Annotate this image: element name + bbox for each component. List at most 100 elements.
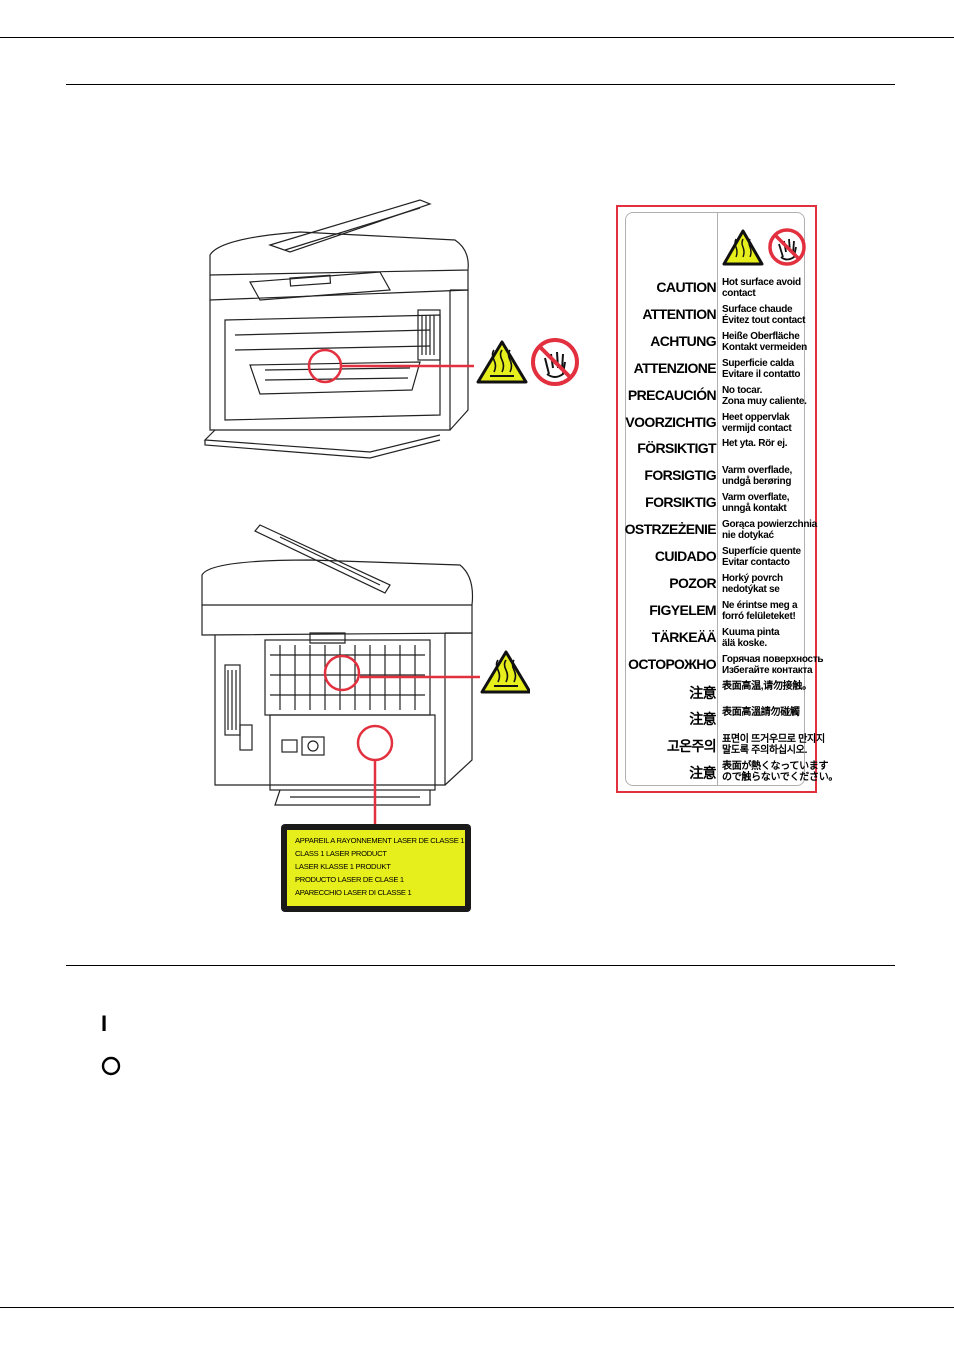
warning-word: VOORZICHTIG bbox=[625, 413, 716, 430]
warning-text-line: ので触らないでください。 bbox=[722, 772, 839, 784]
section-rule-top bbox=[66, 84, 895, 85]
laser-label-line: CLASS 1 LASER PRODUCT bbox=[295, 849, 387, 858]
warning-text-line: Evitar contacto bbox=[722, 557, 790, 568]
warning-text-line: Heiße Oberfläche bbox=[722, 330, 800, 342]
warning-text-line: forró felületeket! bbox=[722, 610, 796, 622]
warning-text-line: 表面が熱くなっています bbox=[722, 761, 829, 773]
warning-row: 注意表面高温,请勿接触。 bbox=[626, 679, 812, 706]
warning-word: ОСТОРОЖНО bbox=[628, 655, 716, 672]
warning-text: Varm overflate,unngå kontakt bbox=[722, 492, 790, 515]
warning-text-line: Superfície quente bbox=[722, 546, 801, 557]
warning-text-line: undgå berøring bbox=[722, 476, 792, 488]
warning-text-line: 表面高溫請勿碰觸 bbox=[722, 707, 800, 719]
warning-text-line: Horký povrch bbox=[722, 572, 783, 584]
warning-word: CUIDADO bbox=[654, 548, 717, 564]
warning-word: ATTENTION bbox=[642, 305, 716, 322]
warning-text: 表面高溫請勿碰觸 bbox=[722, 707, 800, 718]
warning-row: PRECAUCIÓN No tocar.Zona muy caliente. bbox=[626, 383, 807, 410]
warning-text-line: No tocar. bbox=[722, 384, 763, 396]
warning-text-line: älä koske. bbox=[722, 637, 767, 649]
warning-text-line: Het yta. Rör ej. bbox=[722, 438, 788, 450]
warning-text-line: Ne érintse meg a bbox=[722, 599, 798, 611]
warning-word: TÄRKEÄÄ bbox=[651, 628, 717, 645]
warning-word: 注意 bbox=[689, 765, 716, 782]
warning-word: 고온주의 bbox=[666, 738, 717, 755]
warning-text-line: 表面高温,请勿接触。 bbox=[722, 680, 812, 692]
panel-divider bbox=[717, 213, 718, 785]
warning-text: Het yta. Rör ej. bbox=[722, 438, 788, 450]
header-rule bbox=[0, 37, 954, 38]
no-touch-icon bbox=[768, 228, 806, 266]
warning-text-line: Zona muy caliente. bbox=[722, 395, 807, 407]
warning-word: CAUTION bbox=[656, 279, 716, 295]
warning-word: FIGYELEM bbox=[649, 601, 716, 618]
warning-text-line: Évitez tout contact bbox=[722, 314, 806, 326]
printer-rear-illustration bbox=[201, 524, 530, 825]
warning-text-line: 표면이 뜨거우므로 만지지 bbox=[722, 734, 825, 746]
warning-text-line: Gorąca powierzchnia bbox=[722, 519, 817, 531]
warning-text-line: 말도록 주의하십시오. bbox=[722, 745, 808, 757]
warning-text-line: Varm overflate, bbox=[722, 492, 790, 504]
warning-text-line: Evitare il contatto bbox=[722, 368, 801, 380]
warning-icons bbox=[722, 228, 806, 266]
warning-text-line: Kontakt vermeiden bbox=[722, 341, 807, 353]
warning-text-line: contact bbox=[722, 288, 756, 299]
laser-label-line: APPAREIL A RAYONNEMENT LASER DE CLASSE 1 bbox=[295, 836, 465, 845]
laser-label-line: LASER KLASSE 1 PRODUKT bbox=[295, 862, 391, 871]
warning-text: No tocar.Zona muy caliente. bbox=[722, 385, 807, 407]
warning-word: POZOR bbox=[669, 574, 716, 591]
warning-word: 注意 bbox=[689, 711, 716, 728]
footer-rule bbox=[0, 1307, 954, 1308]
warning-text: 表面高温,请勿接触。 bbox=[722, 681, 812, 692]
warning-text: Varm overflade,undgå berøring bbox=[722, 465, 792, 487]
warning-text-line: nedotýkat se bbox=[722, 583, 780, 595]
hot-surface-icon bbox=[722, 229, 764, 266]
warning-word: FORSIKTIG bbox=[645, 494, 716, 511]
warning-text-line: unngå kontakt bbox=[722, 503, 787, 515]
warning-text-line: Heet oppervlak bbox=[722, 411, 790, 423]
warning-text-line: Surface chaude bbox=[722, 303, 793, 315]
printer-front-illustration bbox=[203, 199, 579, 459]
warning-text: 表面が熱くなっていますので触らないでください。 bbox=[722, 761, 838, 783]
warning-word: PRECAUCIÓN bbox=[627, 386, 717, 403]
warning-row: 注意表面が熱くなっていますので触らないでください。 bbox=[626, 759, 838, 786]
laser-label-line: PRODUCTO LASER DE CLASE 1 bbox=[295, 875, 404, 884]
warning-text-line: Kuuma pinta bbox=[722, 626, 780, 638]
warning-row: FORSIKTIG Varm overflate,unngå kontakt bbox=[626, 490, 804, 517]
warning-word: ACHTUNG bbox=[650, 332, 716, 349]
warning-word: 注意 bbox=[689, 684, 716, 701]
warning-text-line: Varm overflade, bbox=[722, 465, 792, 477]
laser-label-line: APARECCHIO LASER DI CLASSE 1 bbox=[295, 888, 412, 897]
warning-text-line: Hot surface avoid bbox=[722, 277, 801, 288]
warning-text-line: Избегайте контакта bbox=[722, 664, 813, 676]
warning-word: OSTRZEŻENIE bbox=[624, 521, 717, 538]
warning-word: ATTENZIONE bbox=[633, 359, 717, 376]
warning-text-line: Superficie calda bbox=[722, 357, 794, 369]
